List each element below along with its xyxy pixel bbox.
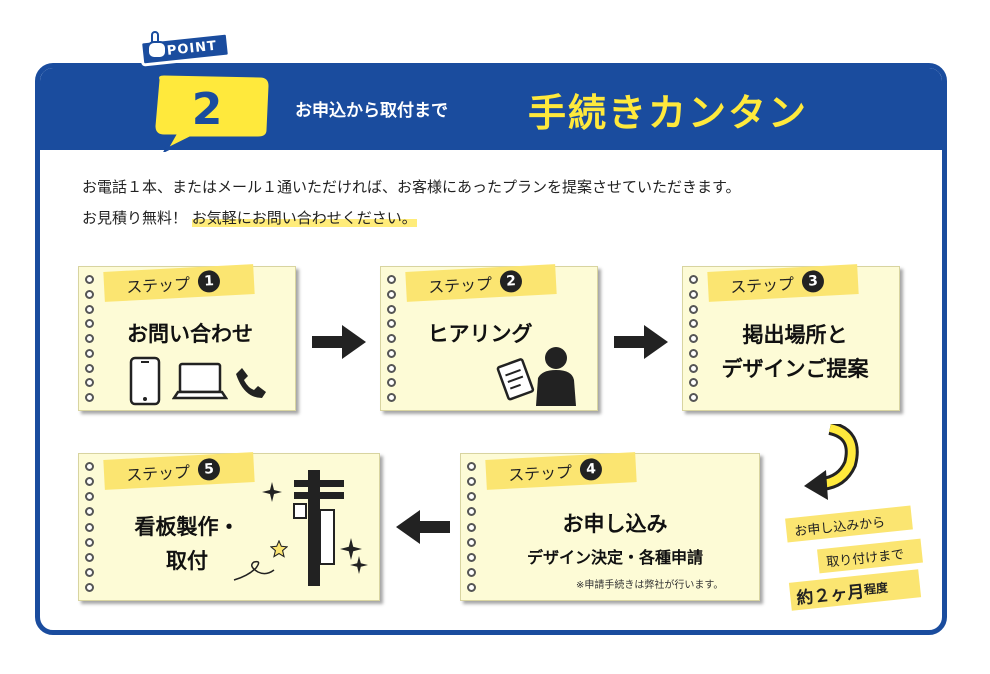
ring-binder <box>85 462 95 592</box>
intro-line-2: お見積り無料！ お気軽にお問い合わせください。 <box>82 203 741 234</box>
timeline-duration: 約２ヶ月 <box>795 581 866 609</box>
intro-free-estimate: お見積り無料！ <box>82 209 188 227</box>
smartphone-icon <box>129 356 161 406</box>
intro-highlight: お気軽にお問い合わせください。 <box>191 209 417 227</box>
header-title: 手続きカンタン <box>528 91 809 135</box>
arrow-left-icon <box>396 510 450 544</box>
clipboard-person-icon <box>496 347 576 406</box>
arrow-right-icon <box>312 325 366 359</box>
step-title-4: お申し込み <box>562 512 668 536</box>
sparkle-icon <box>340 538 362 560</box>
intro-line-1: お電話１本、またはメール１通いただければ、お客様にあったプランを提案させていただ… <box>82 178 741 196</box>
step-title-line: 掲出場所と <box>742 323 848 347</box>
intro-text: お電話１本、またはメール１通いただければ、お客様にあったプランを提案させていただ… <box>82 172 741 234</box>
step-title-line: 看板製作・ <box>134 515 240 539</box>
curved-arrow-icon <box>804 424 859 500</box>
step-number: 1 <box>197 269 221 293</box>
sparkle-icon <box>350 556 368 574</box>
arrow-right-icon <box>614 325 668 359</box>
step-subtitle-4: デザイン決定・各種申請 <box>526 548 703 567</box>
point-label: POINT <box>166 38 218 59</box>
step-number: 3 <box>801 269 825 293</box>
star-icon <box>270 540 288 558</box>
header-subtitle: お申込から取付まで <box>295 101 448 121</box>
step-title-2: ヒアリング <box>427 322 533 346</box>
step-number: 4 <box>579 457 603 481</box>
step-note-4: ※申請手続きは弊社が行います。 <box>576 580 724 591</box>
step-title-line: デザインご提案 <box>721 357 869 381</box>
step-label: ステップ <box>125 462 191 485</box>
timeline-duration-suffix: 程度 <box>863 580 889 597</box>
laptop-icon <box>172 362 228 400</box>
step-number: 2 <box>499 269 523 293</box>
point-number: 2 <box>191 83 223 135</box>
step-title-5: 看板製作・取付 <box>92 510 282 578</box>
ring-binder <box>387 275 397 402</box>
phone-handset-icon <box>236 368 266 398</box>
step-title-3: 掲出場所とデザインご提案 <box>700 318 890 386</box>
step-number: 5 <box>197 457 221 481</box>
step-title-line: 取付 <box>166 549 208 573</box>
sparkle-icon <box>262 482 282 502</box>
speech-bubble-icon <box>152 72 272 152</box>
step-label: ステップ <box>729 274 795 297</box>
ring-binder <box>85 275 95 402</box>
ring-binder <box>689 275 699 402</box>
step-label: ステップ <box>507 462 573 485</box>
ring-binder <box>467 462 477 592</box>
step-label: ステップ <box>125 274 191 297</box>
hand-point-icon <box>147 31 167 59</box>
step-label: ステップ <box>427 274 493 297</box>
wind-swirl-icon <box>233 560 275 581</box>
step-title-1: お問い合わせ <box>127 322 253 346</box>
signboard-pole-icon <box>293 470 344 586</box>
